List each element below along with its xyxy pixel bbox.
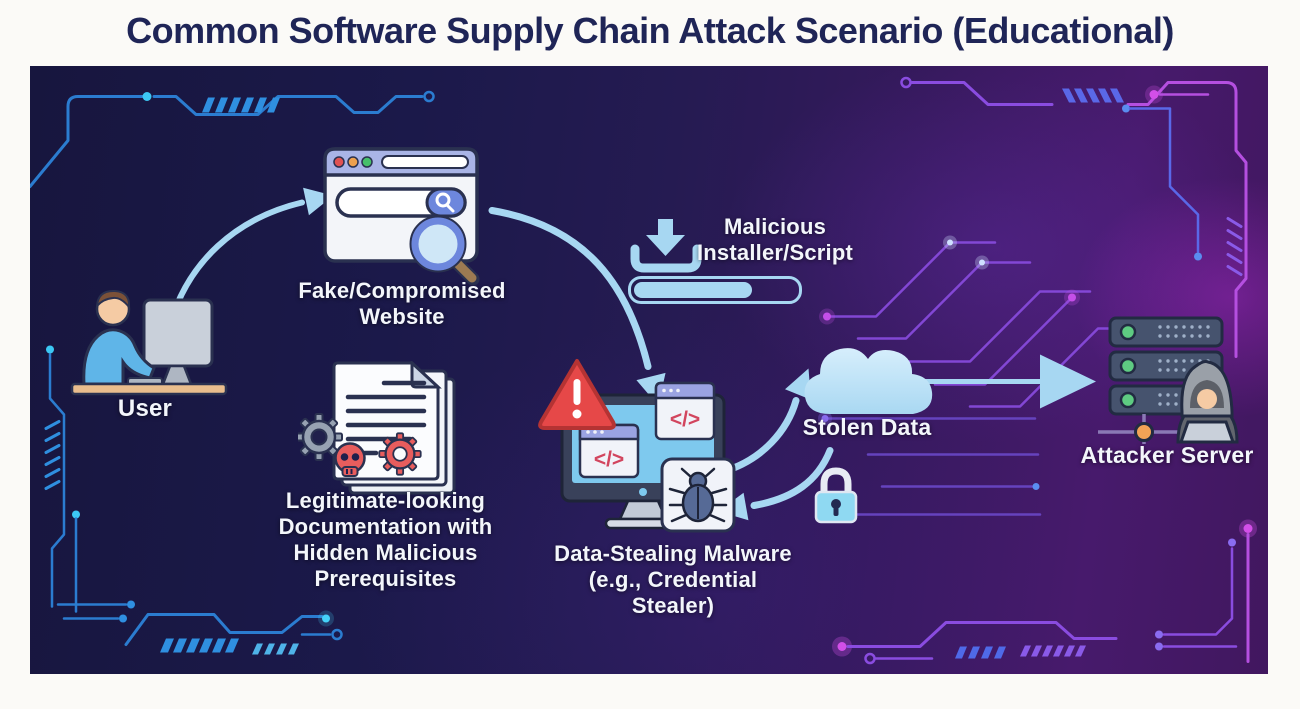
malware-label: Data-Stealing Malware (e.g., Credential … — [554, 541, 792, 618]
progress-fill — [634, 282, 752, 298]
server-rack-icon — [1098, 316, 1239, 444]
bug-icon — [660, 457, 736, 533]
skull-icon — [334, 442, 366, 477]
fake-website-label: Fake/Compromised Website — [298, 278, 506, 329]
malicious-installer-label: Malicious Installer/Script — [696, 214, 854, 265]
node-fake-website: Fake/Compromised Website — [298, 146, 505, 329]
arrow-stolen-data-to-server — [919, 354, 1096, 409]
led-icon — [1119, 357, 1137, 375]
warning-triangle-icon — [535, 355, 619, 433]
stolen-data-label: Stolen Data — [802, 414, 932, 440]
search-button — [425, 187, 467, 218]
network-node-icon — [1134, 422, 1154, 442]
window-dot-orange — [347, 156, 359, 168]
documentation-label: Legitimate-looking Documentation with Hi… — [278, 488, 493, 591]
gear-icon — [378, 432, 422, 476]
node-malicious-installer — [628, 218, 704, 274]
progress-bar — [628, 276, 802, 304]
window-dot-red — [333, 156, 345, 168]
diagram-title: Common Software Supply Chain Attack Scen… — [126, 10, 1174, 51]
download-icon — [630, 219, 702, 273]
search-icon — [435, 192, 451, 208]
browser-window-icon — [323, 147, 480, 286]
svg-text:</>: </> — [594, 448, 624, 471]
led-icon — [1119, 323, 1137, 341]
node-attacker-server: Attacker Server — [1080, 316, 1253, 468]
hooded-hacker-icon — [1176, 360, 1239, 444]
attacker-server-label: Attacker Server — [1080, 442, 1254, 468]
cloud-icon — [804, 348, 933, 414]
diagram-panel: User — [30, 66, 1268, 674]
svg-text:</>: </> — [670, 408, 700, 431]
node-user: User — [70, 278, 230, 422]
documents-stack-icon — [295, 359, 456, 495]
window-dot-green — [361, 156, 373, 168]
magnifying-glass-icon — [409, 215, 480, 286]
node-stolen-data — [792, 336, 942, 418]
code-window-icon: </> — [654, 381, 716, 441]
hash-marks-icon — [202, 97, 280, 113]
person-at-computer-icon — [70, 289, 228, 396]
gear-icon — [295, 413, 343, 461]
user-label: User — [117, 395, 173, 422]
node-documentation: Legitimate-looking Documentation with Hi… — [279, 359, 492, 591]
padlock-icon — [812, 466, 860, 524]
led-icon — [1119, 391, 1137, 409]
